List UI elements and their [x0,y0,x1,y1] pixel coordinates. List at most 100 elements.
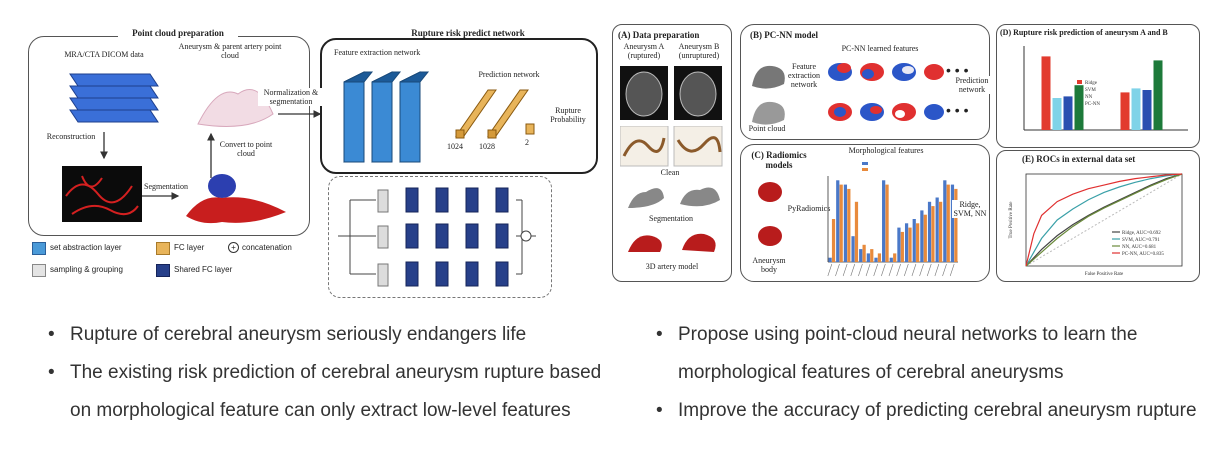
tick-label [911,263,917,277]
aneurysm-a-label: Aneurysm A (ruptured) [623,42,665,60]
aneurysm-label: Aneurysm & parent artery point cloud [178,42,282,60]
legend-label: NN [1085,95,1093,100]
bar [1131,88,1141,130]
bar [862,244,866,262]
panel-d-title: (D) Rupture risk prediction of aneurysm … [1000,28,1168,37]
ct-scans [620,66,722,120]
bar [916,223,920,262]
left-arrows [100,110,322,200]
bar [874,257,878,262]
vessel-render [62,166,142,222]
legend-swatch [862,168,868,171]
y-axis-label: True Positive Rate [1009,201,1014,239]
legend-swatch [862,162,868,165]
point-cloud-label: Point cloud [748,124,786,133]
roc-line [1025,173,1183,267]
tick-label [873,263,878,277]
legend-label: PC-NN [1085,102,1100,107]
panel-a-title: (A) Data preparation [618,30,700,40]
bar [908,227,912,262]
rupture-network-panel [320,38,598,174]
x-axis-label: False Positive Rate [1085,272,1124,277]
bar [931,206,935,262]
network-detail-graphic [338,187,536,287]
bar [927,201,932,262]
bar [943,180,947,262]
bar [870,249,874,262]
dim-2: 2 [525,138,529,147]
bullet-item: Improve the accuracy of predicting cereb… [656,392,1204,430]
morph-chart [827,162,958,277]
legend-label: NN, AUC=0.681 [1122,245,1157,250]
morph-features-label: Morphological features [848,146,924,155]
tick-label [842,263,848,277]
figure-left: Point cloud preparation MRA/CTA DICOM da… [28,28,598,300]
panel-d [996,24,1200,148]
legend-fc: FC layer [174,243,205,252]
bar [1063,96,1073,130]
bar [1120,92,1130,130]
mra-label: MRA/CTA DICOM data [64,50,144,59]
bullet-item: The existing risk prediction of cerebral… [48,354,608,430]
red-models [628,233,716,252]
tick-label [835,263,840,277]
bar [912,219,916,262]
bar [854,201,859,262]
bullet-item: Propose using point-cloud neural network… [656,316,1204,392]
bar [950,184,955,262]
tick-label [827,263,833,277]
bar [1052,98,1062,130]
rrpn-title: Rupture risk predict network [411,28,525,38]
bar [828,257,832,262]
bar [904,223,909,262]
bar [851,236,855,262]
aneurysm-segmented [186,174,286,224]
tick-label [934,263,940,277]
tick-label [942,263,947,277]
legend-label: SVM, AUC=0.791 [1122,238,1160,243]
bullets-right: Propose using point-cloud neural network… [656,316,1204,430]
tick-label [926,263,932,277]
segmentation-label: Segmentation [144,182,188,191]
bar [1153,60,1163,130]
tick-label [858,263,863,277]
panel-e-title: (E) ROCs in external data set [1022,154,1136,164]
bar [897,227,901,262]
bar [847,188,851,262]
tick-label [949,263,955,277]
dicom-stack [69,73,159,123]
sampling-swatch [32,264,46,277]
fc-swatch [156,242,170,255]
figure-right: (A) Data preparation Aneurysm A (rupture… [612,22,1202,284]
roc-line [1025,173,1183,267]
dim-1024: 1024 [447,142,463,151]
panel-c [740,144,990,282]
bullets-left: Rupture of cerebral aneurysm seriously e… [48,316,608,430]
clean-label: Clean [660,168,680,177]
aneurysm-b-label: Aneurysm B (unruptured) [678,42,720,60]
bar [889,257,893,262]
set-abstraction-swatch [32,242,46,255]
network-detail [328,176,552,298]
roc-line [1025,173,1183,267]
gray-models [628,187,720,208]
tick-label [919,263,924,277]
reconstruction-label: Reconstruction [46,132,96,141]
shared-fc-swatch [156,264,170,277]
rupture-probability: Rupture Probability [550,106,586,124]
bar [866,253,870,262]
learned-features-label: PC-NN learned features [841,44,919,53]
bar [1142,90,1152,130]
tick-label [904,263,909,277]
bar [877,253,882,262]
legend-shared-fc: Shared FC layer [174,265,233,274]
bar [859,249,863,262]
bar [839,184,843,262]
fen-label: Feature extraction network [334,48,421,57]
panel-b-title: (B) PC-NN model [750,30,818,40]
legend-set-abstraction: set abstraction layer [50,243,122,252]
bar [935,197,939,262]
feature-extraction-label: Feature extraction network [788,62,820,89]
